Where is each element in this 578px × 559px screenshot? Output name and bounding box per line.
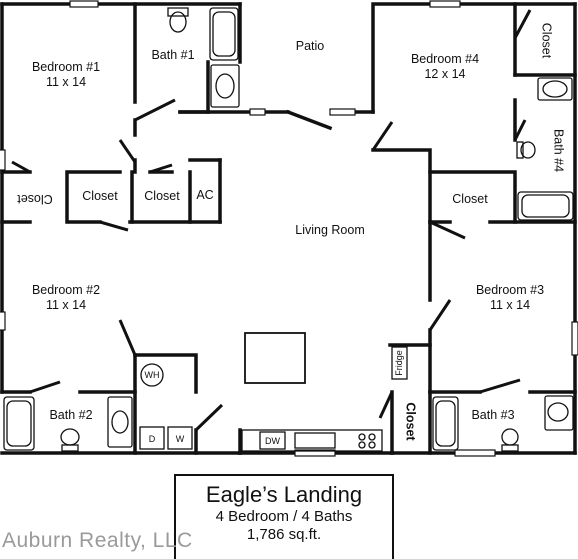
sink-bath1	[210, 64, 240, 108]
toilet-bath3	[501, 428, 519, 446]
bathtub-bath1	[209, 7, 239, 61]
window-patio-r	[329, 108, 356, 116]
bathtub-bath2	[3, 396, 35, 451]
door-bath4	[513, 119, 527, 141]
sink-bath4	[537, 77, 573, 101]
bath3-label: Bath #3	[471, 408, 515, 422]
living-room-label: Living Room	[295, 223, 365, 237]
door-b2	[118, 319, 137, 356]
door-b4	[371, 121, 394, 151]
wall-right-wing-top	[371, 2, 577, 114]
ac-label: AC	[196, 188, 214, 202]
window-patio-l	[249, 108, 266, 116]
wall-closet-dividers	[65, 158, 222, 224]
window-bath3	[454, 449, 496, 457]
closet-bedroom3-label: Closet	[452, 192, 488, 206]
door-b3	[428, 299, 452, 331]
toilet-bath1	[169, 11, 187, 33]
door-closet2	[99, 220, 129, 232]
watermark: Auburn Realty, LLC	[2, 529, 193, 552]
fridge-label: Fridge	[394, 350, 404, 376]
door-bath2	[29, 380, 61, 394]
water-heater	[140, 363, 164, 387]
washer	[167, 426, 193, 450]
window-b3	[571, 321, 578, 356]
property-name: Eagle’s Landing	[205, 482, 363, 507]
door-bath3	[479, 378, 521, 394]
door-closet3	[149, 163, 173, 174]
bath1-label: Bath #1	[151, 48, 195, 62]
window-b2	[0, 311, 6, 331]
door-bath1	[134, 98, 176, 122]
window-kitchen	[294, 449, 336, 457]
bathtub-bath3	[432, 396, 459, 451]
toilet-bath2	[60, 428, 80, 446]
toilet-bath4	[520, 141, 536, 159]
title-block: Eagle’s Landing 4 Bedroom / 4 Baths 1,78…	[174, 474, 394, 559]
kitchen-island	[244, 332, 306, 384]
dishwasher-label: DW	[265, 436, 280, 446]
closet-left-label: Closet	[17, 192, 53, 206]
dryer	[139, 426, 165, 450]
closet-middle-label: Closet	[82, 189, 118, 203]
wall-closet-b3	[390, 390, 432, 455]
fridge	[391, 346, 408, 380]
window-left	[0, 149, 6, 171]
water-heater-label: WH	[144, 370, 160, 380]
wall-patio-diag	[285, 109, 375, 131]
sink-kitchen	[294, 432, 336, 449]
bath2-label: Bath #2	[49, 408, 93, 422]
sink-bath3	[544, 395, 574, 431]
door-closet1	[11, 160, 31, 174]
patio-label: Patio	[295, 39, 325, 53]
kitchen-counter	[241, 429, 383, 452]
wall-fridge	[388, 343, 432, 394]
dryer-label: D	[148, 434, 156, 444]
closet-kitchen-label: Closet	[403, 402, 418, 441]
washer-label: W	[175, 434, 185, 444]
closet-bath-label: Closet	[144, 189, 180, 203]
closet-bedroom4-label: Closet	[539, 22, 554, 59]
door-closet-b4	[513, 9, 532, 39]
toilet-bath1-tank	[167, 7, 189, 17]
bath4-label: Bath #4	[551, 128, 566, 173]
sink-bath2	[107, 396, 133, 448]
beds-baths: 4 Bedroom / 4 Baths	[215, 508, 353, 525]
wall-b3-lower	[428, 328, 577, 394]
door-b1	[118, 139, 137, 163]
wall-laundry	[133, 353, 198, 394]
square-footage: 1,786 sq.ft.	[246, 526, 322, 543]
dishwasher	[259, 431, 286, 450]
window-b4	[429, 0, 461, 8]
door-laundry	[194, 403, 224, 432]
door-closet-b3	[378, 391, 394, 419]
door-closet-r	[429, 220, 466, 240]
bathtub-bath4	[517, 191, 574, 221]
wall-b4-bottom	[371, 148, 432, 224]
window-b1	[69, 0, 99, 8]
